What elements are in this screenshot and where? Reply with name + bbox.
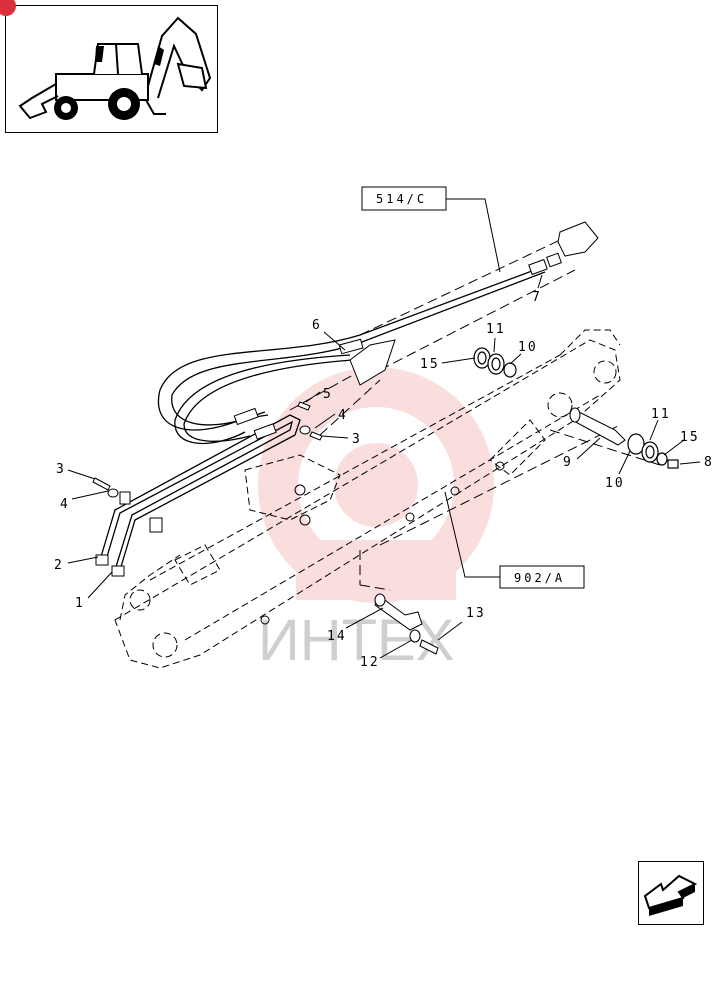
callout-10-right: 10 (605, 476, 625, 491)
callout-8: 8 (704, 455, 714, 470)
callout-1: 1 (75, 596, 85, 611)
callout-12: 12 (360, 655, 380, 670)
boom (114, 329, 621, 669)
callout-3-left: 3 (56, 462, 66, 477)
callout-4-left: 4 (60, 497, 70, 512)
callout-10-top: 10 (518, 340, 538, 355)
callout-6: 6 (312, 318, 322, 333)
ref-box-514c[interactable]: 514/C (361, 186, 447, 211)
rigid-pipes (99, 414, 301, 571)
callout-11-top: 11 (486, 322, 506, 337)
ref-leader-514c (446, 198, 501, 273)
callout-14: 14 (327, 629, 347, 644)
assembly-lines (289, 239, 661, 591)
callout-7: 7 (532, 290, 542, 305)
small-bolts (92, 401, 323, 498)
callout-3-right: 3 (352, 432, 362, 447)
backhoe-loader-icon (18, 16, 212, 120)
thumbnail-badge (0, 0, 16, 16)
callout-leaders (67, 274, 701, 659)
washers-right (627, 433, 679, 469)
callout-2: 2 (54, 558, 64, 573)
next-page-arrow-icon (643, 874, 698, 916)
washers-top (473, 347, 517, 378)
callout-5: 5 (323, 387, 333, 402)
pin-14-assembly (374, 593, 439, 655)
hydraulic-hoses (157, 267, 546, 445)
next-page-button[interactable] (638, 861, 704, 925)
ref-label-902a: 902/A (514, 571, 565, 585)
ref-box-902a[interactable]: 902/A (499, 565, 585, 589)
watermark-logo (258, 367, 494, 603)
callout-9: 9 (563, 455, 573, 470)
pipe-clamps (119, 491, 163, 533)
ref-leader-902a (444, 491, 500, 578)
callout-11-right: 11 (651, 407, 671, 422)
boom-bolts (260, 461, 505, 625)
hose-fittings (95, 221, 599, 577)
callout-4-right: 4 (338, 408, 348, 423)
machine-thumbnail (0, 0, 218, 133)
ref-label-514c: 514/C (376, 192, 427, 206)
watermark-text: ИНТЕХ (258, 608, 454, 673)
callout-numbers: 1 2 3 4 5 4 3 6 7 8 9 10 10 11 11 12 13 … (54, 290, 714, 670)
pivot-pin-9 (569, 407, 626, 446)
callout-15-top: 15 (420, 357, 440, 372)
callout-13: 13 (466, 606, 486, 621)
callout-15-right: 15 (680, 430, 700, 445)
